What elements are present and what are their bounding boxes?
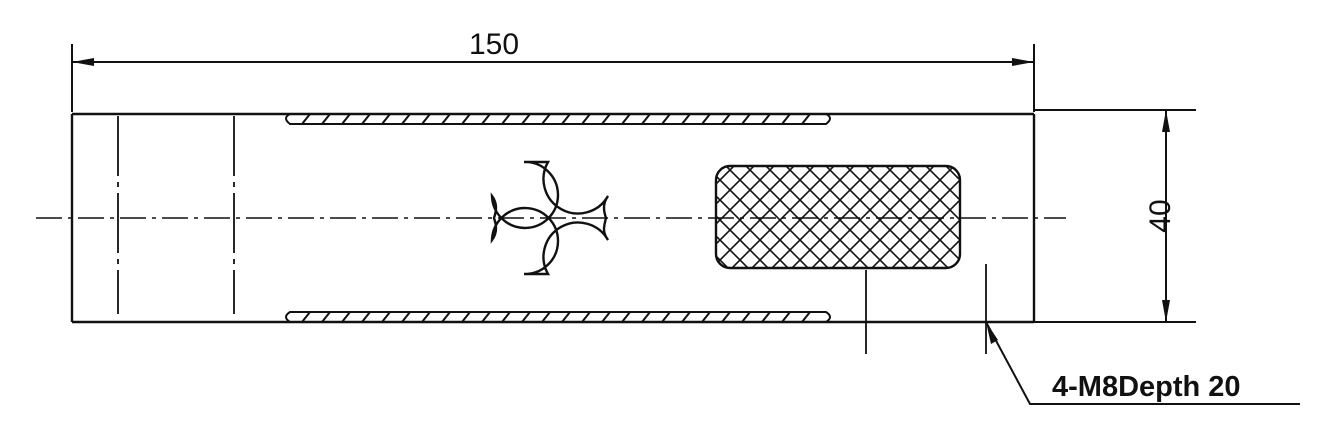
left-hole-centerlines [117, 116, 235, 314]
hole-note-leader-arrow [986, 322, 998, 344]
top-gauge-outline [285, 113, 831, 125]
hatched-label-area [714, 164, 962, 270]
top-gauge-hatch [301, 113, 811, 125]
length-dimension [71, 44, 1035, 112]
hole-note-leader [985, 321, 1300, 405]
hole-note-label: 4-M8Depth 20 [1052, 371, 1241, 403]
right-hole-centerlines [865, 264, 987, 354]
height-arrow-top [1162, 110, 1170, 132]
length-arrow-left [72, 58, 94, 66]
hatched-area-fill [716, 166, 960, 268]
height-dimension-label: 40 [1144, 199, 1177, 232]
top-gauge-strip [285, 113, 831, 125]
hatched-area-outline [714, 164, 962, 270]
height-dimension [1034, 109, 1196, 323]
bottom-gauge-strip [285, 311, 831, 323]
binocular-cutout [490, 160, 610, 276]
bottom-gauge-outline [285, 311, 831, 323]
length-dimension-label: 150 [469, 28, 519, 61]
bottom-gauge-hatch [301, 311, 811, 323]
length-arrow-right [1012, 58, 1034, 66]
height-arrow-bottom [1162, 300, 1170, 322]
